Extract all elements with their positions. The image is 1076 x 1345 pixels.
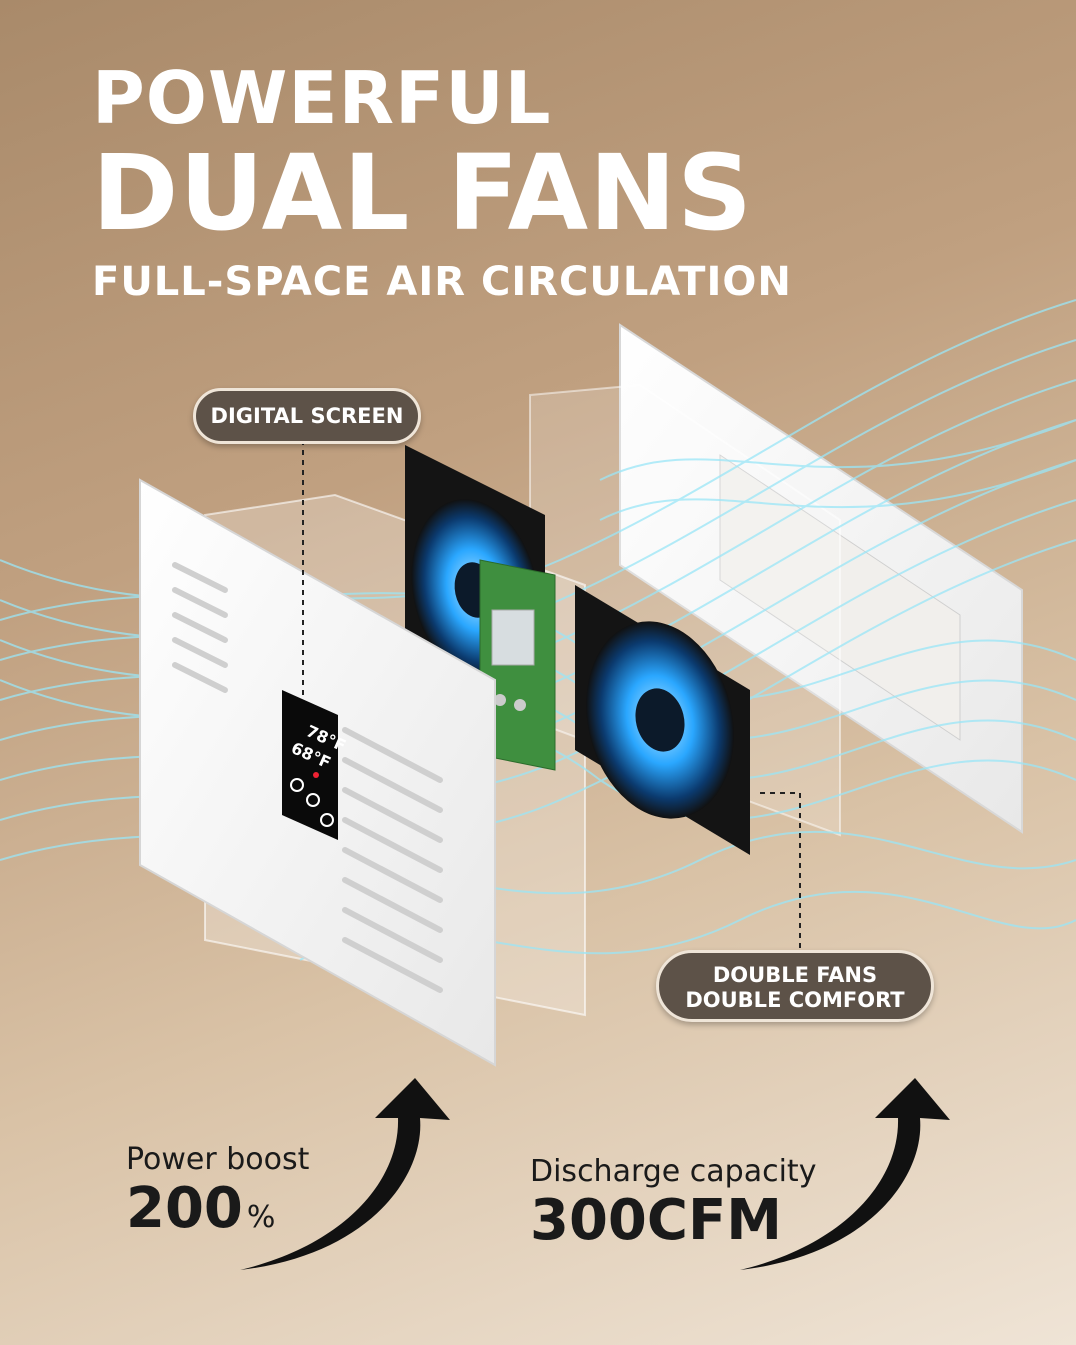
power-boost-value: 200% xyxy=(126,1178,309,1249)
power-boost-unit: % xyxy=(246,1200,276,1235)
discharge-capacity-stat: Discharge capacity 300CFM xyxy=(530,1154,816,1252)
mode-icon xyxy=(306,793,320,807)
digital-screen-callout: DIGITAL SCREEN xyxy=(193,388,421,444)
headline-subtitle: FULL-SPACE AIR CIRCULATION xyxy=(92,259,792,305)
power-boost-number: 200 xyxy=(126,1176,243,1241)
power-boost-stat: Power boost 200% xyxy=(126,1142,309,1249)
digital-screen: 68°F 78°F xyxy=(282,690,349,840)
front-fan xyxy=(575,585,750,855)
callout-lines xyxy=(302,440,801,950)
arrow-up-icon-2 xyxy=(740,1078,950,1270)
power-boost-label: Power boost xyxy=(126,1142,310,1177)
arrow-up-icon xyxy=(240,1078,450,1270)
headline: POWERFUL DUAL FANS FULL-SPACE AIR CIRCUL… xyxy=(92,58,792,306)
headline-line1: POWERFUL xyxy=(92,56,552,140)
indicator-dot xyxy=(313,772,319,778)
double-fans-callout: DOUBLE FANS DOUBLE COMFORT xyxy=(656,950,934,1022)
double-fans-line1: DOUBLE FANS xyxy=(712,963,878,987)
headline-line2: DUAL FANS xyxy=(92,132,754,254)
discharge-capacity-value: 300CFM xyxy=(530,1188,782,1253)
settings-icon xyxy=(320,813,334,827)
power-icon xyxy=(290,778,304,792)
control-board xyxy=(479,559,556,771)
discharge-capacity-label: Discharge capacity xyxy=(530,1154,817,1189)
double-fans-line2: DOUBLE COMFORT xyxy=(685,988,905,1012)
